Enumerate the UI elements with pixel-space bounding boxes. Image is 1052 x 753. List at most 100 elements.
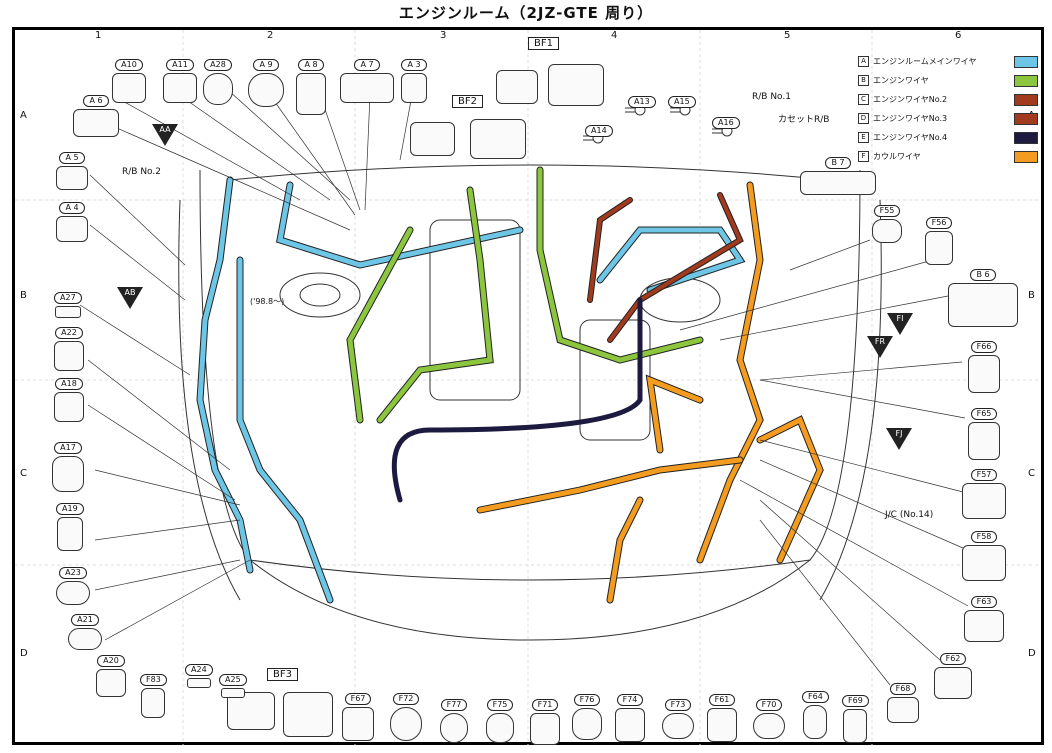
- harness-main: [196, 176, 746, 604]
- column-label: 5: [784, 30, 791, 41]
- connector-a23[interactable]: A23: [56, 560, 90, 605]
- rb-no2-label: R/B No.2: [122, 167, 161, 177]
- triangle-label: AB: [124, 288, 136, 297]
- triangle-marker-fj: [886, 428, 912, 450]
- connector-a14[interactable]: A14: [585, 118, 613, 137]
- column-label: 6: [955, 30, 962, 41]
- triangle-label: AA: [159, 125, 171, 134]
- connector-a24[interactable]: A24: [185, 657, 213, 688]
- connector-a18[interactable]: A18: [54, 371, 84, 422]
- triangle-marker-fi: [887, 313, 913, 335]
- connector-f76[interactable]: F76: [572, 687, 602, 740]
- row-label: B: [20, 290, 27, 301]
- connector-f63[interactable]: F63: [964, 589, 1004, 642]
- leader-lines: [79, 89, 969, 686]
- connector-f62[interactable]: F62: [934, 646, 972, 699]
- connector-a5[interactable]: A 5: [56, 145, 88, 190]
- bf1-label: BF1: [528, 37, 559, 50]
- connector-a11[interactable]: A11: [163, 52, 197, 103]
- harness-engine-no2-no3: [587, 192, 744, 343]
- row-label: D: [1028, 648, 1036, 659]
- row-label: C: [1028, 468, 1035, 479]
- connector-f67[interactable]: F67: [342, 686, 374, 741]
- connector-b6[interactable]: B 6: [948, 262, 1018, 327]
- connector-f61[interactable]: F61: [707, 687, 737, 742]
- connector-f75[interactable]: F75: [486, 692, 514, 743]
- connector-a7[interactable]: A 7: [340, 52, 394, 103]
- bf3-connector-b[interactable]: [283, 690, 333, 737]
- connector-a28[interactable]: A28: [203, 52, 233, 105]
- connector-f77[interactable]: F77: [440, 692, 468, 743]
- row-label: C: [20, 468, 27, 479]
- connector-a13[interactable]: A13: [628, 89, 656, 108]
- bf2-connector-b[interactable]: [470, 117, 526, 159]
- connector-a27[interactable]: A27: [54, 285, 82, 318]
- connector-f58[interactable]: F58: [962, 524, 1006, 581]
- connector-a21[interactable]: A21: [68, 607, 102, 650]
- connector-a17[interactable]: A17: [52, 435, 84, 492]
- harness-cowl: [476, 181, 824, 604]
- connector-f66[interactable]: F66: [968, 334, 1000, 393]
- harness-engine-no4: [391, 297, 643, 503]
- row-label: B: [1028, 290, 1035, 301]
- connector-f73[interactable]: F73: [662, 692, 694, 739]
- harness-engine: [346, 166, 704, 424]
- connector-f64[interactable]: F64: [802, 684, 829, 739]
- connector-a20[interactable]: A20: [96, 648, 126, 697]
- connector-a6[interactable]: A 6: [73, 88, 119, 137]
- grid-lines: [15, 30, 1040, 745]
- connector-a3[interactable]: A 3: [401, 52, 427, 103]
- connector-b7[interactable]: B 7: [800, 150, 876, 195]
- column-label: 1: [95, 30, 102, 41]
- connector-f72[interactable]: F72: [390, 686, 422, 741]
- diagram-title: エンジンルーム（2JZ-GTE 周り）: [398, 4, 654, 22]
- connector-f65[interactable]: F65: [968, 401, 1000, 460]
- connector-a8[interactable]: A 8: [296, 52, 326, 115]
- bf1-connector-a[interactable]: [496, 68, 538, 104]
- legend-swatch: [1014, 74, 1038, 87]
- connector-f71[interactable]: F71: [530, 692, 560, 745]
- connector-f68[interactable]: F68: [887, 676, 919, 723]
- legend-swatch: [1014, 55, 1038, 68]
- connector-a25[interactable]: A25: [219, 667, 247, 698]
- connector-f56[interactable]: F56: [925, 210, 953, 265]
- connector-f70[interactable]: F70: [753, 692, 785, 739]
- bf1-connector-b[interactable]: [548, 62, 604, 106]
- connector-a9[interactable]: A 9: [248, 52, 284, 107]
- bf2-label: BF2: [452, 95, 483, 108]
- connector-a4[interactable]: A 4: [56, 195, 88, 242]
- bf3-connector-a[interactable]: [227, 690, 275, 730]
- connector-f69[interactable]: F69: [842, 688, 869, 743]
- triangle-marker-aa: [152, 124, 178, 146]
- cassette-rb-label: カセットR/B: [778, 115, 830, 125]
- legend-swatch: [1014, 112, 1038, 125]
- connector-a16[interactable]: A16: [712, 110, 740, 129]
- legend-swatch: [1014, 150, 1038, 163]
- connector-a22[interactable]: A22: [54, 320, 84, 371]
- triangle-label: FI: [896, 314, 904, 323]
- triangle-marker-ab: [117, 287, 143, 309]
- column-label: 3: [440, 30, 447, 41]
- jc-no14-label: J/C (No.14): [885, 510, 934, 520]
- connector-f83[interactable]: F83: [140, 667, 167, 718]
- connector-f57[interactable]: F57: [962, 462, 1006, 519]
- connector-a19[interactable]: A19: [56, 496, 84, 551]
- connector-f74[interactable]: F74: [615, 687, 645, 742]
- bf2-connector-a[interactable]: [410, 120, 455, 156]
- triangle-marker-fr: [867, 336, 893, 358]
- bf3-label: BF3: [267, 668, 298, 681]
- connector-a15[interactable]: A15: [668, 89, 696, 108]
- column-label: 2: [267, 30, 274, 41]
- connector-a10[interactable]: A10: [112, 52, 146, 103]
- triangle-label: FR: [874, 337, 886, 346]
- legend-swatch: [1014, 93, 1038, 106]
- year-note: ('98.8～): [250, 297, 285, 306]
- connector-f55[interactable]: F55: [872, 198, 902, 243]
